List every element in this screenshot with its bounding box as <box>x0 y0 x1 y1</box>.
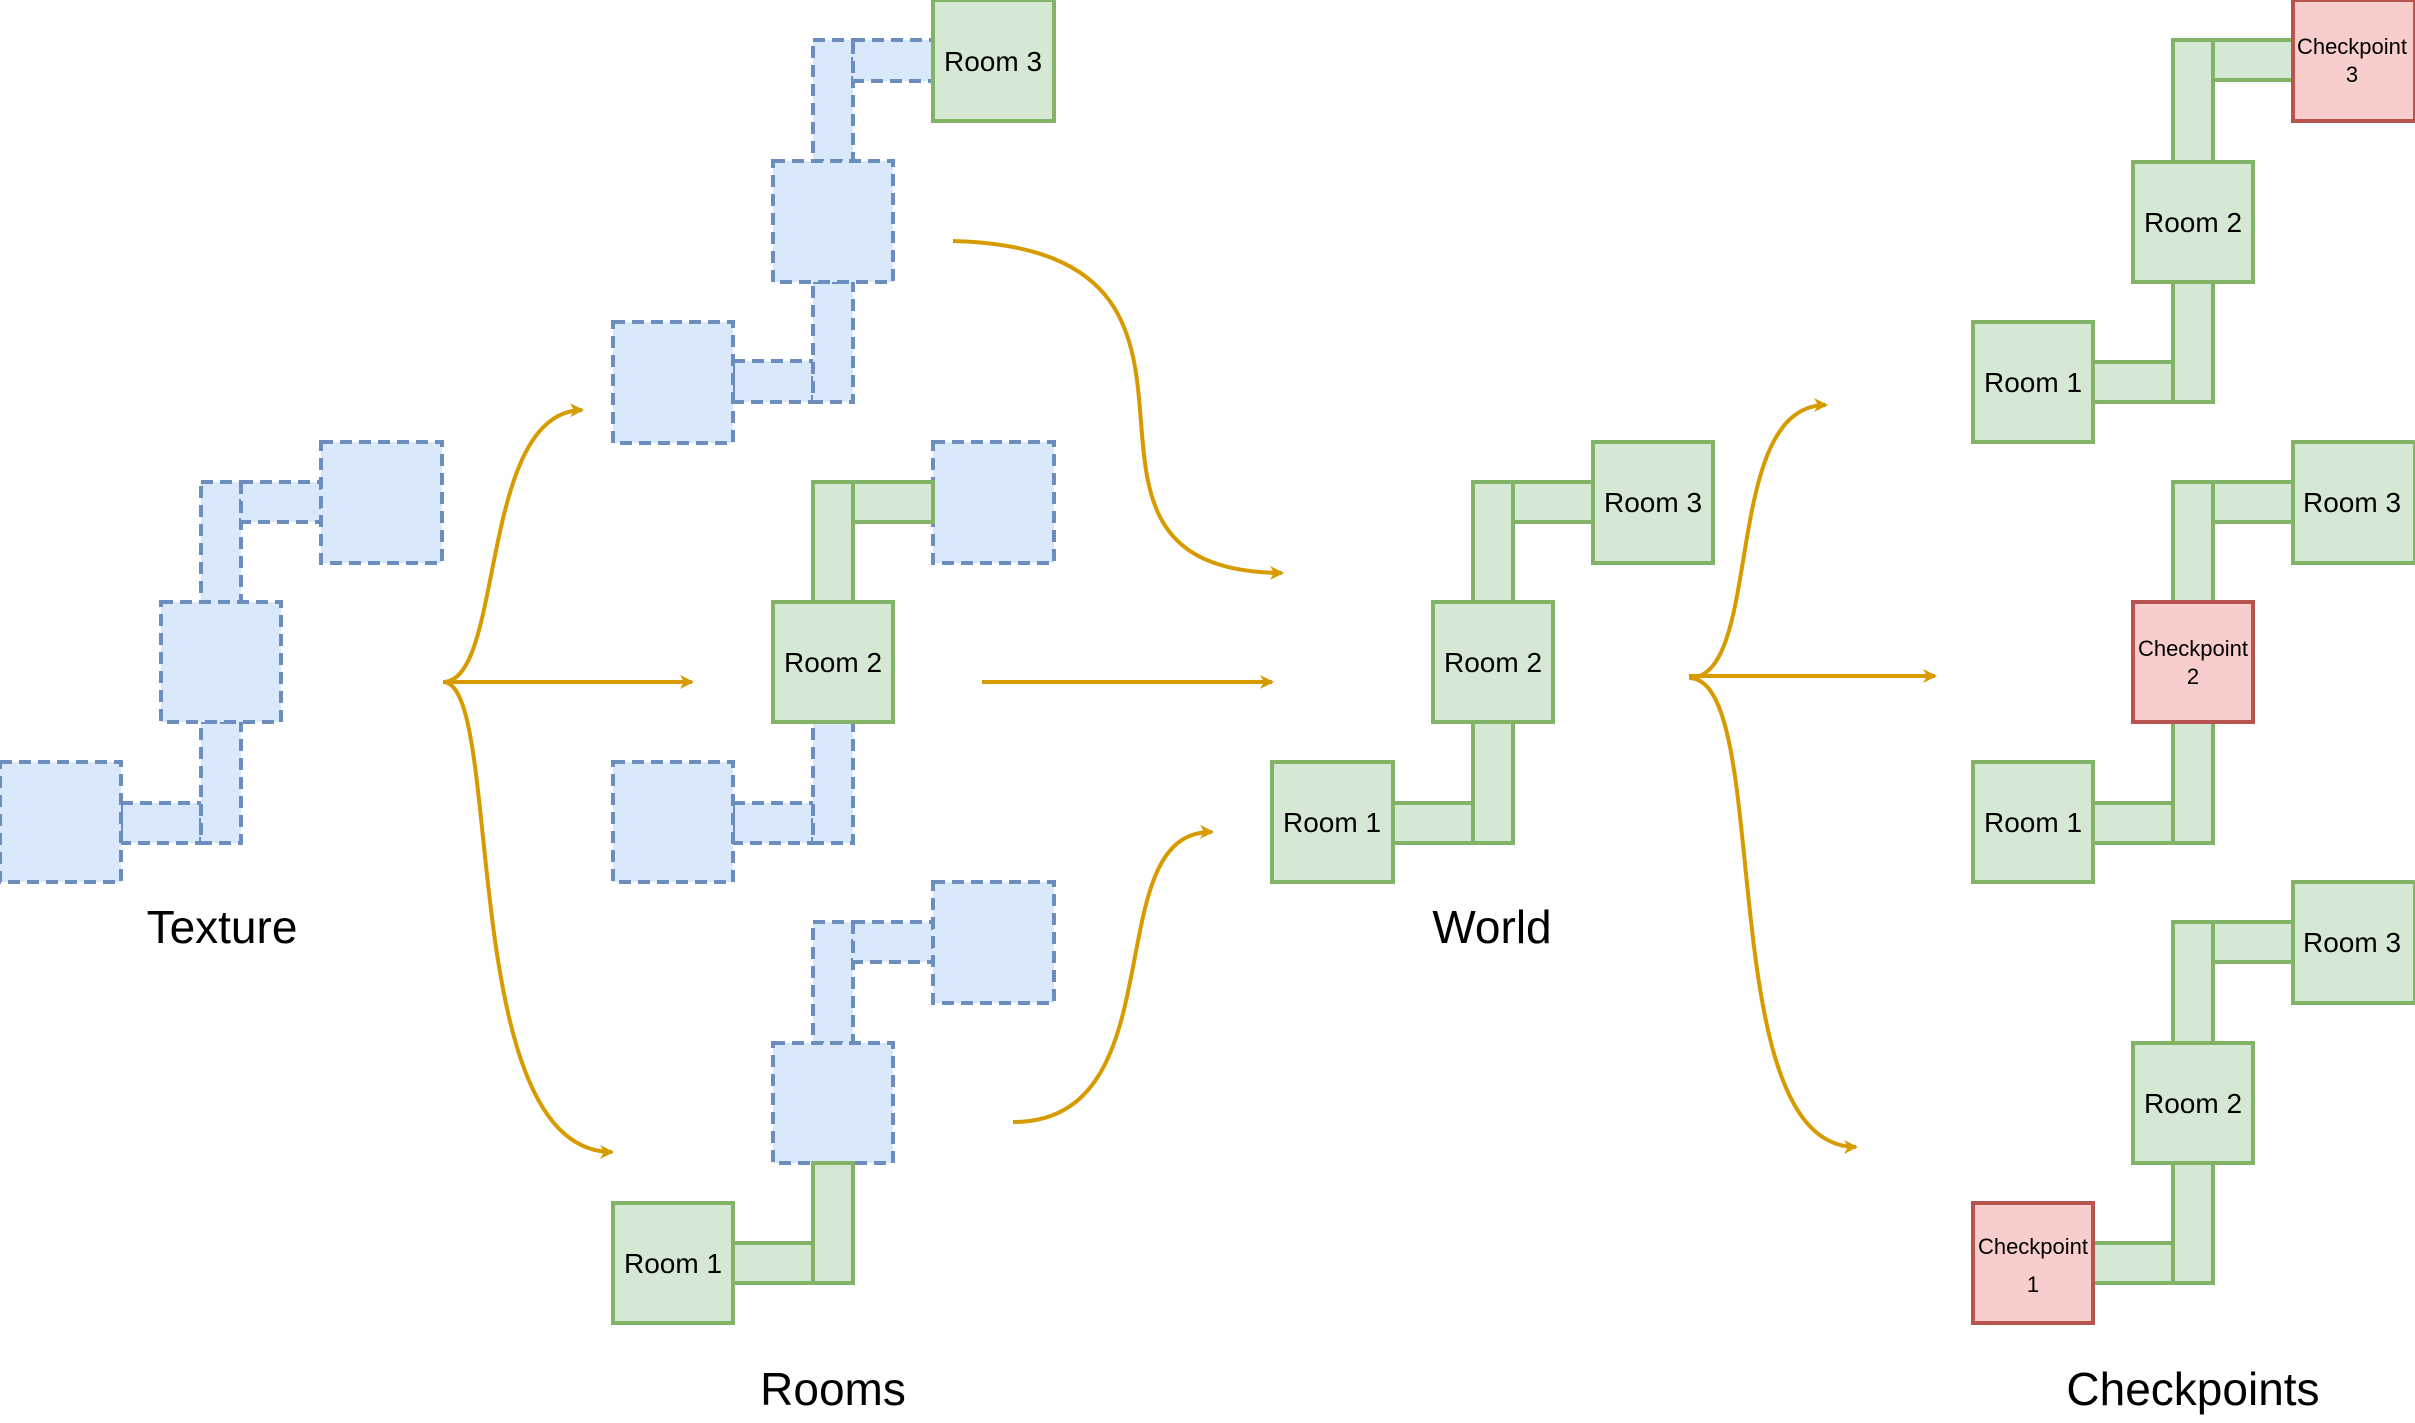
world-room-3-label: Room 3 <box>1604 487 1702 518</box>
texture-room-slot <box>611 760 735 884</box>
texture-room-slot <box>0 760 123 884</box>
room-corridor <box>1511 480 1595 524</box>
texture-corridor <box>119 801 203 845</box>
room-corridor <box>2171 480 2215 604</box>
cp-bottom-room-2-box <box>2131 1041 2255 1165</box>
room-corridor <box>1391 801 1475 845</box>
checkpoints-top-layout: Room 1 Room 2 Checkpoint 3 <box>1971 0 2415 444</box>
room-corridor <box>2171 38 2215 164</box>
room-corridor <box>2171 720 2215 845</box>
checkpoint-2-label-line1: Checkpoint <box>2138 636 2248 661</box>
room-corridor <box>811 1161 855 1285</box>
room-corridor <box>2171 920 2215 1045</box>
room-corridor <box>2211 920 2295 964</box>
cp-top-room-2-box <box>2131 160 2255 284</box>
texture-room-slot <box>771 1041 895 1165</box>
texture-corridor <box>811 38 855 163</box>
cp-top-room-1-label: Room 1 <box>1984 367 2082 398</box>
cp-bottom-room-2-label: Room 2 <box>2144 1088 2242 1119</box>
room-3-label: Room 3 <box>944 46 1042 77</box>
rooms-middle-layout: Room 2 <box>611 440 1056 884</box>
arrow-rooms-bottom-to-world <box>1012 824 1214 1124</box>
texture-room-slot <box>931 880 1056 1005</box>
texture-corridor <box>731 359 815 404</box>
room-1-box <box>611 1201 735 1325</box>
texture-corridor <box>239 480 323 524</box>
checkpoints-bottom-layout: Room 2 Room 3 Checkpoint 1 <box>1971 880 2415 1325</box>
room-corridor <box>811 480 855 604</box>
caption-rooms: Rooms <box>760 1363 906 1415</box>
arrows <box>442 239 1937 1159</box>
texture-room-slot <box>319 440 444 565</box>
room-corridor <box>731 1241 815 1285</box>
texture-corridor <box>811 720 855 845</box>
texture-corridor <box>731 801 815 845</box>
checkpoint-1-box <box>1971 1201 2095 1325</box>
room-corridor <box>2211 480 2295 524</box>
checkpoints-middle-layout: Room 1 Room 3 Checkpoint 2 <box>1971 440 2415 884</box>
room-3-box <box>931 0 1056 123</box>
room-corridor <box>1471 720 1515 845</box>
texture-room-slot <box>931 440 1056 565</box>
texture-corridor <box>199 720 243 845</box>
arrow-rooms-top-to-world <box>952 239 1284 580</box>
cp-middle-room-3-label: Room 3 <box>2303 487 2401 518</box>
cp-middle-room-1-label: Room 1 <box>1984 807 2082 838</box>
room-1-label: Room 1 <box>624 1248 722 1279</box>
world-layout: Room 1 Room 2 Room 3 <box>1270 440 1715 884</box>
world-room-1-label: Room 1 <box>1283 807 1381 838</box>
rooms-top-layout: Room 3 <box>611 0 1056 445</box>
room-corridor <box>2091 1241 2175 1285</box>
room-2-label: Room 2 <box>784 647 882 678</box>
cp-middle-room-1-box <box>1971 760 2095 884</box>
room-corridor <box>2171 1161 2215 1285</box>
arrow-world-to-checkpoints-bottom <box>1688 676 1858 1154</box>
room-corridor <box>2091 360 2175 404</box>
checkpoint-3-label-line1: Checkpoint <box>2297 34 2407 59</box>
texture-corridor <box>811 280 855 404</box>
room-corridor <box>1471 480 1515 604</box>
room-corridor <box>2091 801 2175 845</box>
texture-room-slot <box>611 320 735 445</box>
checkpoint-2-box <box>2131 600 2255 724</box>
world-room-3-box <box>1591 440 1715 565</box>
checkpoint-2-label-line2: 2 <box>2187 664 2199 689</box>
texture-corridor <box>811 920 855 1045</box>
caption-world: World <box>1432 901 1551 953</box>
checkpoint-1-label-line2: 1 <box>2027 1272 2039 1297</box>
rooms-bottom-layout: Room 1 <box>611 880 1056 1325</box>
texture-room-slot <box>159 600 283 724</box>
texture-corridor <box>199 480 243 604</box>
room-corridor <box>2211 38 2295 82</box>
checkpoint-3-box <box>2291 0 2415 123</box>
cp-middle-room-3-box <box>2291 440 2415 565</box>
texture-corridor <box>851 38 935 83</box>
arrow-world-to-checkpoints-top <box>1688 398 1828 680</box>
cp-top-room-1-box <box>1971 320 2095 444</box>
texture-room-slot <box>771 159 895 284</box>
arrow-texture-to-rooms-bottom <box>442 680 614 1159</box>
caption-checkpoints: Checkpoints <box>2066 1363 2319 1415</box>
checkpoint-3-label-line2: 3 <box>2346 62 2358 87</box>
checkpoint-1-label-line1: Checkpoint <box>1978 1234 2088 1259</box>
cp-bottom-room-3-box <box>2291 880 2415 1005</box>
texture-layout <box>0 440 444 884</box>
room-2-box <box>771 600 895 724</box>
cp-top-room-2-label: Room 2 <box>2144 207 2242 238</box>
arrow-texture-to-rooms-top <box>442 403 584 684</box>
room-corridor <box>851 480 935 524</box>
texture-corridor <box>851 920 935 964</box>
world-room-2-label: Room 2 <box>1444 647 1542 678</box>
caption-texture: Texture <box>147 901 298 953</box>
world-room-2-box <box>1431 600 1555 724</box>
world-room-1-box <box>1270 760 1395 884</box>
room-corridor <box>2171 280 2215 404</box>
cp-bottom-room-3-label: Room 3 <box>2303 927 2401 958</box>
